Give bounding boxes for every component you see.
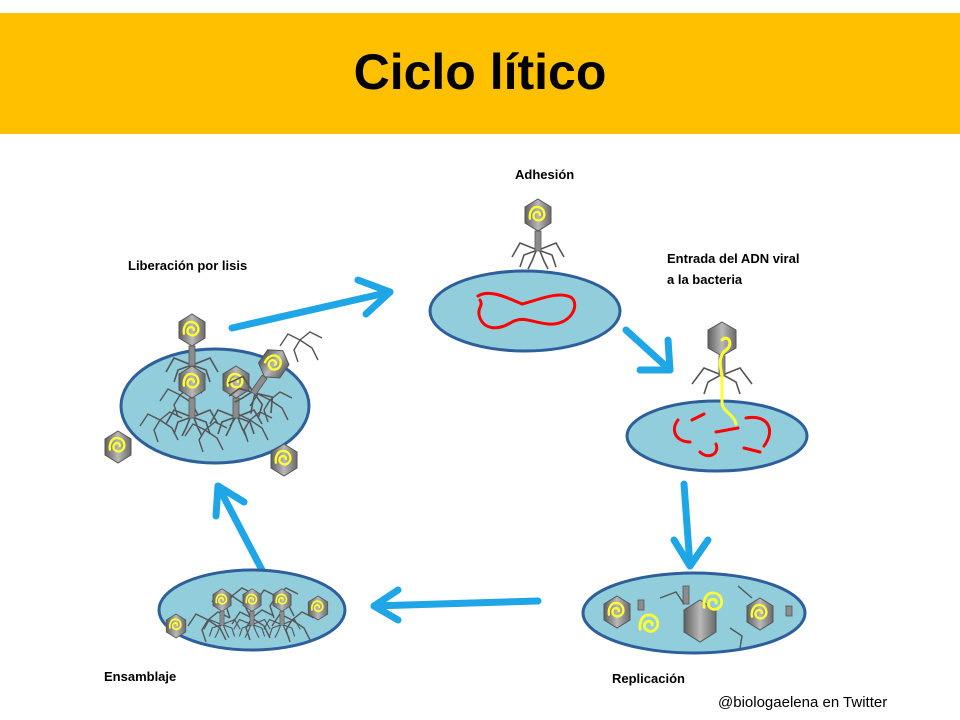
stage-adhesion bbox=[428, 199, 622, 353]
arrow-adhesion-to-entrada bbox=[622, 326, 674, 374]
stage-replicacion bbox=[581, 571, 807, 655]
label-entrada-line2: a la bacteria bbox=[667, 272, 743, 287]
phage-attached bbox=[512, 199, 564, 269]
label-ensamblaje: Ensamblaje bbox=[104, 669, 177, 684]
stage-ensamblaje bbox=[157, 568, 347, 652]
arrow-liberacion-to-adhesion bbox=[228, 288, 394, 332]
stage-entrada bbox=[625, 321, 809, 473]
phage-injecting bbox=[691, 321, 753, 426]
bacterium-entrada bbox=[625, 399, 809, 473]
viral-dna-injected bbox=[718, 336, 738, 426]
arrow-ensamblaje-to-liberacion bbox=[214, 482, 266, 574]
credit-text: @biologaelena en Twitter bbox=[718, 694, 888, 711]
arrow-replicacion-to-ensamblaje bbox=[370, 597, 542, 610]
bacterial-dna-fragments bbox=[673, 412, 771, 458]
label-replicacion: Replicación bbox=[612, 671, 685, 686]
label-adhesion: Adhesión bbox=[515, 167, 575, 182]
stage-liberacion bbox=[105, 314, 323, 476]
title-banner bbox=[0, 13, 960, 134]
page-title: Ciclo lítico bbox=[353, 44, 607, 100]
arrow-entrada-to-replicacion bbox=[680, 480, 694, 570]
label-liberacion: Liberación por lisis bbox=[128, 258, 248, 273]
label-entrada-line1: Entrada del ADN viral bbox=[667, 251, 800, 266]
cycle-arrows bbox=[212, 276, 712, 624]
bacterial-dna bbox=[476, 291, 577, 330]
bacterium-adhesion bbox=[428, 269, 622, 353]
